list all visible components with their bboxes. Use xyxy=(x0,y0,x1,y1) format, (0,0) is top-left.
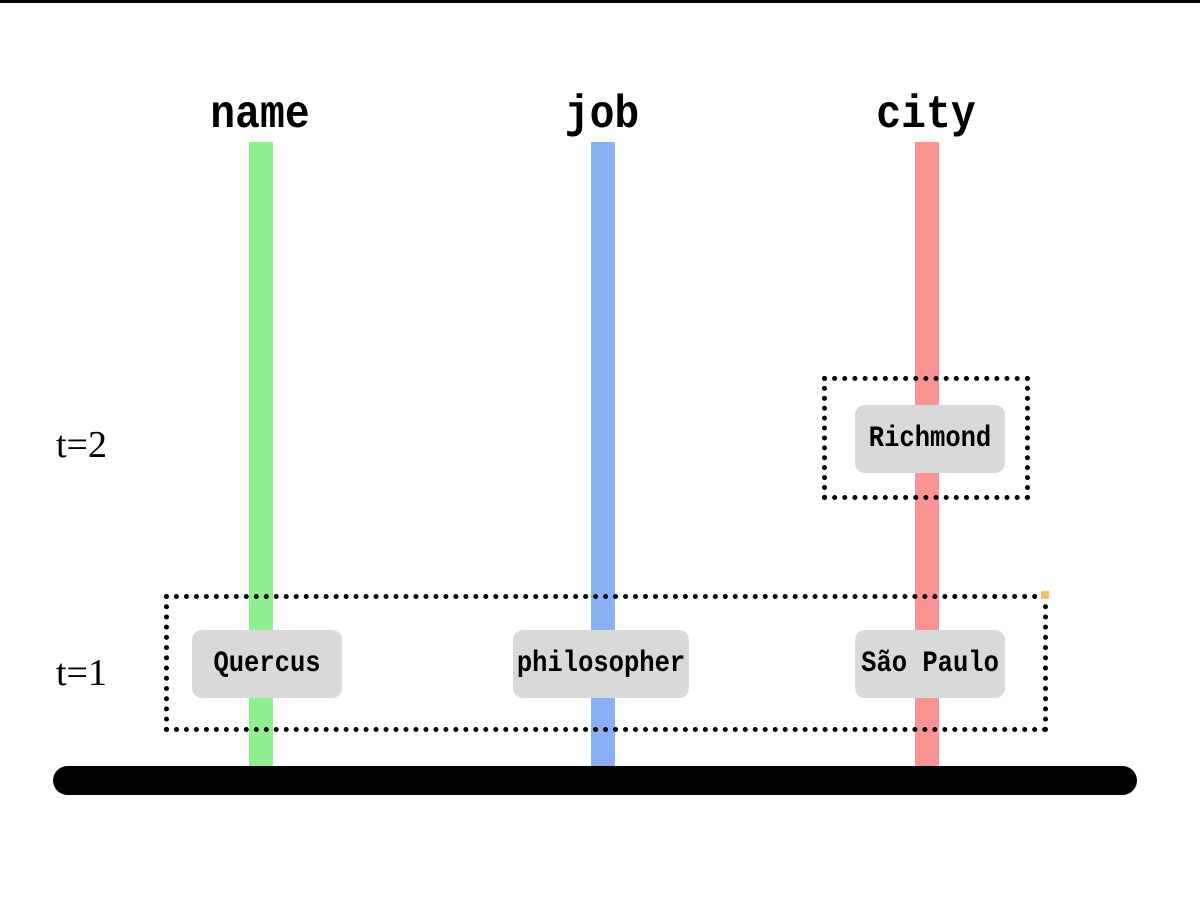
t1-box-corner-artifact xyxy=(1041,591,1049,599)
value-chip-quercus-label: Quercus xyxy=(213,647,321,681)
time-label-t1: t=1 xyxy=(56,652,107,694)
column-header-city: city xyxy=(871,89,981,141)
value-chip-richmond: Richmond xyxy=(855,405,1005,473)
time-label-t2: t=2 xyxy=(56,424,107,466)
column-header-job-label: job xyxy=(564,89,640,141)
value-chip-sao-paulo: São Paulo xyxy=(855,630,1005,698)
column-header-name-label: name xyxy=(210,89,310,141)
timeline-base-bar xyxy=(53,766,1137,795)
column-header-job: job xyxy=(561,89,644,141)
value-chip-philosopher: philosopher xyxy=(513,630,689,698)
column-header-name: name xyxy=(205,89,315,141)
t1-edit-box xyxy=(164,594,1048,732)
value-chip-philosopher-label: philosopher xyxy=(516,647,686,681)
t2-edit-box xyxy=(822,376,1030,500)
figure-top-border xyxy=(0,0,1200,3)
column-header-city-label: city xyxy=(876,89,976,141)
value-chip-quercus: Quercus xyxy=(192,630,342,698)
value-chip-sao-paulo-label: São Paulo xyxy=(861,647,999,681)
value-chip-richmond-label: Richmond xyxy=(868,422,992,456)
